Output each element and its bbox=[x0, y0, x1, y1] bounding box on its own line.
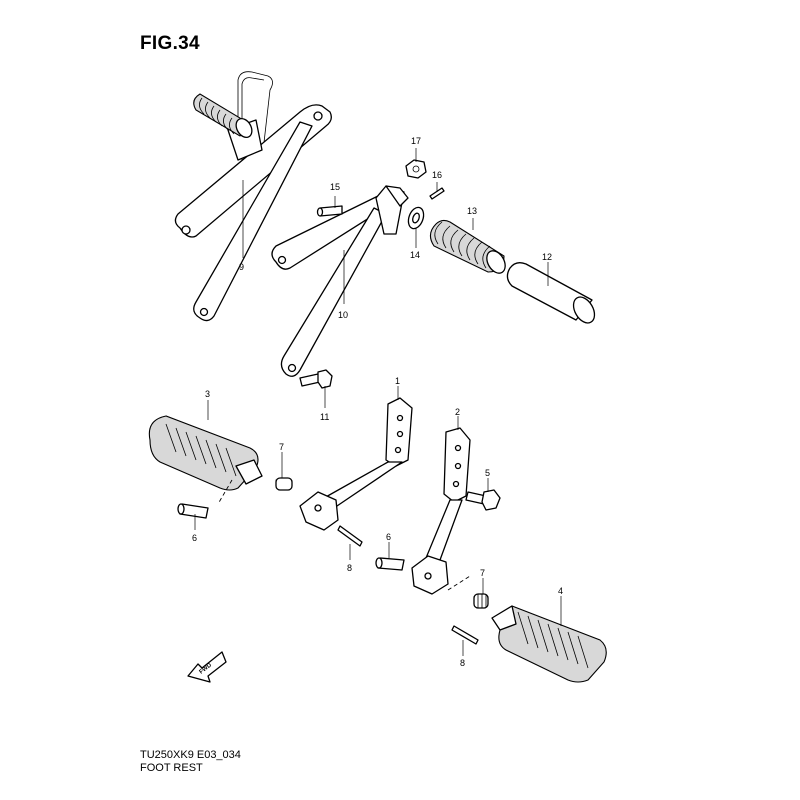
forward-arrow-icon: FWD bbox=[187, 651, 227, 683]
part-9-bracket bbox=[174, 71, 332, 322]
callout-13: 13 bbox=[467, 206, 477, 216]
part-10-bracket bbox=[271, 185, 409, 377]
callout-11: 11 bbox=[320, 412, 329, 422]
part-11-bolt bbox=[299, 369, 333, 389]
part-5-bolt bbox=[465, 489, 501, 511]
callout-12: 12 bbox=[542, 252, 552, 262]
assembly-line-left bbox=[217, 479, 233, 505]
part-4-footpeg bbox=[491, 605, 607, 683]
leader-lines bbox=[194, 148, 562, 656]
part-7-spring-right bbox=[473, 593, 489, 609]
callout-3: 3 bbox=[205, 389, 210, 399]
part-6-pin-left bbox=[177, 503, 209, 519]
part-17-nut bbox=[405, 159, 427, 179]
callout-8-left: 8 bbox=[347, 563, 352, 573]
part-8-cotter-left bbox=[337, 525, 363, 547]
part-2-hanger bbox=[411, 427, 471, 595]
callout-9: 9 bbox=[239, 262, 244, 272]
callout-labels: 9 10 15 17 16 14 13 12 11 3 7 6 1 8 2 5 … bbox=[192, 136, 563, 668]
part-13-grip bbox=[429, 219, 506, 274]
callout-6-right: 6 bbox=[386, 532, 391, 542]
callout-2: 2 bbox=[455, 407, 460, 417]
callout-16: 16 bbox=[432, 170, 442, 180]
callout-5: 5 bbox=[485, 468, 490, 478]
callout-6-left: 6 bbox=[192, 533, 197, 543]
callout-1: 1 bbox=[395, 376, 400, 386]
part-16-cotter-pin bbox=[429, 187, 445, 200]
callout-10: 10 bbox=[338, 310, 348, 320]
callout-14: 14 bbox=[410, 250, 420, 260]
figure-name: FOOT REST bbox=[140, 762, 203, 774]
assembly-line-right bbox=[447, 575, 471, 591]
part-12-sleeve bbox=[506, 262, 596, 324]
figure-code: TU250XK9 E03_034 bbox=[140, 749, 241, 761]
part-6-pin-right bbox=[375, 557, 405, 571]
callout-8-right: 8 bbox=[460, 658, 465, 668]
part-15-pin bbox=[316, 205, 343, 217]
callout-17: 17 bbox=[411, 136, 421, 146]
part-3-footpeg bbox=[148, 415, 263, 491]
part-14-washer bbox=[407, 206, 425, 230]
part-1-hanger bbox=[299, 397, 413, 531]
callout-15: 15 bbox=[330, 182, 340, 192]
callout-7-right: 7 bbox=[480, 568, 485, 578]
part-7-spring-left bbox=[275, 477, 293, 491]
callout-7-left: 7 bbox=[279, 442, 284, 452]
figure-title: FIG.34 bbox=[140, 33, 200, 54]
part-8-cotter-right bbox=[451, 625, 479, 645]
callout-4: 4 bbox=[558, 586, 563, 596]
